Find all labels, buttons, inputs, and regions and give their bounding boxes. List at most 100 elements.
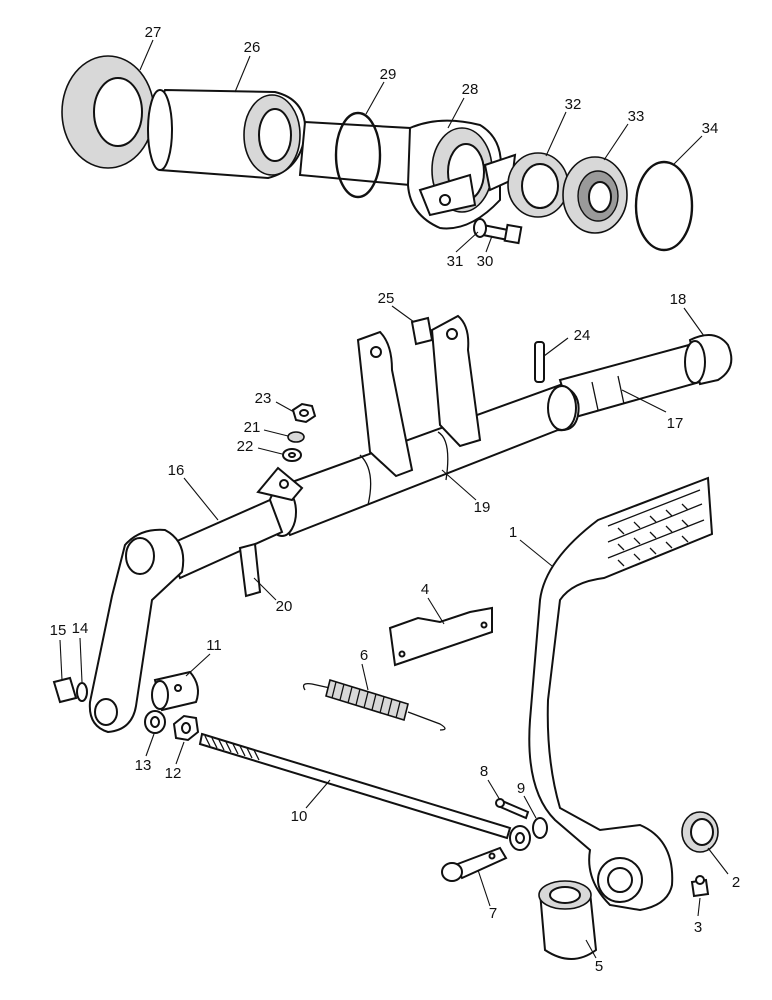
callout-26: 26 xyxy=(234,39,261,93)
callout-21: 21 xyxy=(244,419,289,437)
callout-label-24: 24 xyxy=(574,327,591,344)
callout-4: 4 xyxy=(421,581,445,625)
callout-16: 16 xyxy=(168,462,219,521)
callout-33: 33 xyxy=(603,108,645,161)
part-6-spring xyxy=(302,678,446,731)
callout-34: 34 xyxy=(673,120,719,165)
part-18-bush xyxy=(684,334,733,386)
part-16-shaft xyxy=(166,498,284,580)
callout-label-20: 20 xyxy=(276,598,293,615)
callout-label-4: 4 xyxy=(421,581,429,598)
callout-14: 14 xyxy=(72,620,89,683)
callout-label-23: 23 xyxy=(255,390,272,407)
callout-23: 23 xyxy=(255,390,295,413)
callout-label-16: 16 xyxy=(168,462,185,479)
lever-arm xyxy=(88,528,185,734)
callout-label-34: 34 xyxy=(702,120,719,137)
callout-label-8: 8 xyxy=(480,763,488,780)
callout-31: 31 xyxy=(447,231,479,270)
part-7-clevis-pin xyxy=(441,846,508,882)
callout-5: 5 xyxy=(585,939,603,975)
callout-label-3: 3 xyxy=(694,919,702,936)
callout-label-14: 14 xyxy=(72,620,89,637)
part-20-pin xyxy=(238,542,262,598)
callout-20: 20 xyxy=(253,577,293,615)
callout-label-26: 26 xyxy=(244,39,261,56)
part-21-washer xyxy=(287,431,305,443)
callout-8: 8 xyxy=(480,763,501,801)
callout-2: 2 xyxy=(707,847,740,891)
callout-10: 10 xyxy=(291,779,331,825)
callout-label-29: 29 xyxy=(380,66,397,83)
callout-label-33: 33 xyxy=(628,108,645,125)
part-19-fork-arms xyxy=(356,314,482,478)
part-28-housing xyxy=(406,119,517,230)
part-25-key xyxy=(410,316,434,346)
callout-label-15: 15 xyxy=(50,622,67,639)
part-19-lug xyxy=(256,466,304,502)
callout-label-2: 2 xyxy=(732,874,740,891)
callout-29: 29 xyxy=(365,66,397,115)
callout-label-31: 31 xyxy=(447,253,464,270)
part-22-washer xyxy=(282,448,302,462)
part-1-pedal xyxy=(528,476,714,912)
callout-label-22: 22 xyxy=(237,438,254,455)
callout-1: 1 xyxy=(509,524,553,567)
part-13-washer xyxy=(144,710,166,734)
part-9-washer xyxy=(532,817,548,839)
callout-label-9: 9 xyxy=(517,780,525,797)
part-10-rod xyxy=(198,732,531,851)
callout-label-1: 1 xyxy=(509,524,517,541)
callout-11: 11 xyxy=(185,637,222,677)
part-26-sleeve xyxy=(147,88,307,180)
callout-19: 19 xyxy=(441,469,491,516)
part-32-bearing xyxy=(507,152,569,218)
part-14-washer xyxy=(76,682,88,702)
part-shaft-inner xyxy=(298,120,411,187)
part-8-split-pin xyxy=(495,798,530,820)
callout-label-10: 10 xyxy=(291,808,308,825)
callout-18: 18 xyxy=(670,291,705,337)
callout-15: 15 xyxy=(50,622,67,681)
callout-3: 3 xyxy=(694,897,702,936)
callout-label-18: 18 xyxy=(670,291,687,308)
callout-12: 12 xyxy=(165,741,185,782)
callout-label-11: 11 xyxy=(206,637,222,654)
callout-22: 22 xyxy=(237,438,283,455)
part-19-cross-tube xyxy=(267,383,580,537)
part-29-circlip xyxy=(334,111,382,199)
callout-6: 6 xyxy=(360,647,369,691)
part-3-nipple xyxy=(690,875,710,898)
callout-label-13: 13 xyxy=(135,757,152,774)
part-34-snap-ring xyxy=(634,160,694,252)
callout-17: 17 xyxy=(621,389,684,432)
callout-label-19: 19 xyxy=(474,499,491,516)
callout-25: 25 xyxy=(378,290,415,323)
callout-label-32: 32 xyxy=(565,96,582,113)
callout-28: 28 xyxy=(447,81,479,129)
callout-label-6: 6 xyxy=(360,647,368,664)
callout-label-21: 21 xyxy=(244,419,261,436)
part-4-plate xyxy=(388,606,493,667)
callout-label-30: 30 xyxy=(477,253,494,270)
part-24-pin xyxy=(534,341,545,383)
callout-30: 30 xyxy=(477,235,494,270)
callout-label-28: 28 xyxy=(462,81,479,98)
callout-label-25: 25 xyxy=(378,290,395,307)
callout-label-27: 27 xyxy=(145,24,162,41)
callout-27: 27 xyxy=(139,24,162,71)
callout-7: 7 xyxy=(477,869,497,922)
part-2-bush xyxy=(681,811,719,853)
callout-label-5: 5 xyxy=(595,958,603,975)
callout-24: 24 xyxy=(543,327,591,357)
callout-13: 13 xyxy=(135,733,155,774)
part-12-nut xyxy=(172,714,200,742)
callout-label-12: 12 xyxy=(165,765,182,782)
part-11-trunnion xyxy=(151,670,199,712)
part-27-seal xyxy=(61,55,155,169)
callout-label-17: 17 xyxy=(667,415,684,432)
callout-32: 32 xyxy=(545,96,582,157)
part-33-bearing xyxy=(562,156,628,234)
